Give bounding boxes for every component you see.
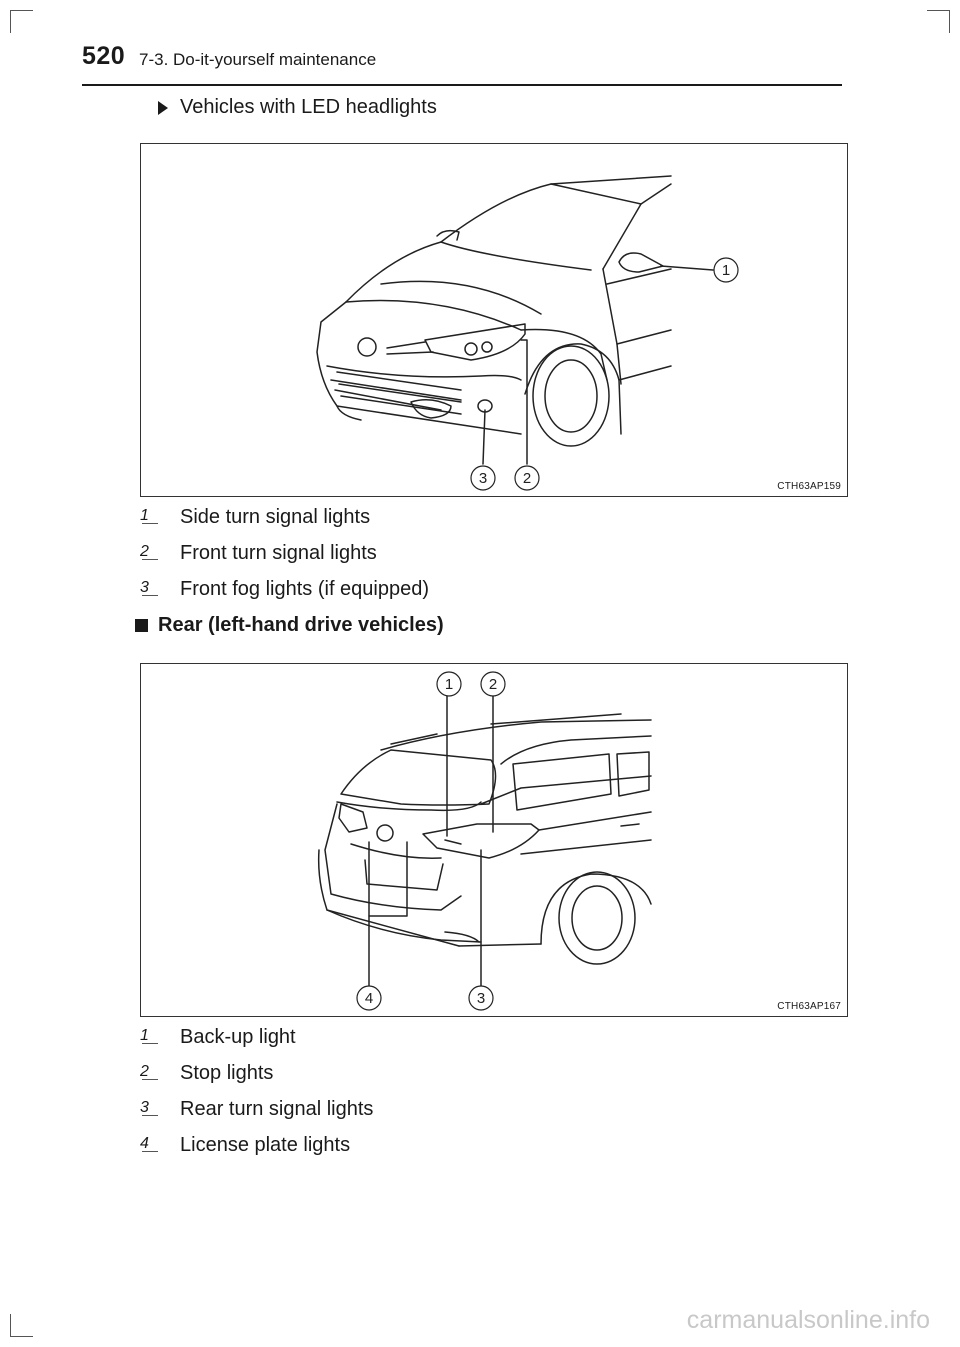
- legend-item: 2 Stop lights: [140, 1055, 373, 1091]
- callout-3-front: [470, 465, 496, 491]
- callout-2-rear: [480, 671, 506, 697]
- rear-section-heading: Rear (left-hand drive vehicles): [135, 614, 444, 637]
- callout-label-3: 3: [479, 470, 487, 487]
- legend-item: 1 Back-up light: [140, 1019, 373, 1055]
- legend-item: 1 Side turn signal lights: [140, 499, 429, 535]
- legend-number: 3: [140, 1097, 162, 1121]
- callout-label-3: 3: [477, 990, 485, 1007]
- crop-mark-top-right: [927, 10, 950, 33]
- front-legend: 1 Side turn signal lights 2 Front turn s…: [140, 499, 429, 607]
- legend-item: 2 Front turn signal lights: [140, 535, 429, 571]
- legend-text: Back-up light: [180, 1025, 296, 1048]
- watermark: carmanualsonline.info: [686, 1306, 930, 1334]
- legend-text: Front turn signal lights: [180, 541, 377, 564]
- rear-lights-figure: 1 2 3 4 CTH63AP167: [140, 663, 848, 1017]
- callout-1-front: [713, 257, 739, 283]
- callout-3-rear: [468, 985, 494, 1011]
- legend-item: 3 Rear turn signal lights: [140, 1091, 373, 1127]
- rear-heading-text: Rear (left-hand drive vehicles): [158, 614, 444, 636]
- callout-2-front: [514, 465, 540, 491]
- callout-1-rear: [436, 671, 462, 697]
- legend-number: 2: [140, 541, 162, 565]
- front-lights-figure: 1 2 3 CTH63AP159: [140, 143, 848, 497]
- legend-number: 1: [140, 1025, 162, 1049]
- page-number: 520: [82, 42, 126, 70]
- page-header: 520 7-3. Do-it-yourself maintenance: [82, 42, 842, 82]
- callout-4-rear: [356, 985, 382, 1011]
- front-car-illustration: 1 2 3: [316, 175, 739, 491]
- legend-number: 2: [140, 1061, 162, 1085]
- legend-text: Front fog lights (if equipped): [180, 577, 430, 600]
- legend-item: 3 Front fog lights (if equipped): [140, 571, 429, 607]
- callout-label-1: 1: [722, 262, 730, 279]
- rear-car-illustration: 1 2 3 4: [317, 671, 652, 1011]
- legend-item: 4 License plate lights: [140, 1127, 373, 1163]
- crop-mark-top-left: [10, 10, 33, 33]
- legend-text: Rear turn signal lights: [180, 1097, 374, 1120]
- square-bullet-icon: [135, 619, 148, 632]
- callout-label-1: 1: [445, 676, 453, 693]
- legend-text: Side turn signal lights: [180, 505, 371, 528]
- legend-number: 3: [140, 577, 162, 601]
- legend-number: 4: [140, 1133, 162, 1157]
- legend-text: License plate lights: [180, 1133, 351, 1156]
- rear-legend: 1 Back-up light 2 Stop lights 3 Rear tur…: [140, 1019, 373, 1163]
- legend-number: 1: [140, 505, 162, 529]
- led-headlights-bullet: Vehicles with LED headlights: [158, 96, 437, 119]
- header-divider: [82, 84, 842, 86]
- figure-code: CTH63AP167: [777, 1001, 841, 1012]
- callout-label-4: 4: [365, 990, 373, 1007]
- callout-label-2: 2: [489, 676, 497, 693]
- triangle-bullet-icon: [158, 100, 168, 115]
- figure-code: CTH63AP159: [777, 481, 841, 492]
- crop-mark-bottom-left: [10, 1314, 33, 1337]
- legend-text: Stop lights: [180, 1061, 274, 1084]
- callout-label-2: 2: [523, 470, 531, 487]
- section-title: 7-3. Do-it-yourself maintenance: [139, 50, 377, 69]
- bullet-text: Vehicles with LED headlights: [180, 96, 437, 118]
